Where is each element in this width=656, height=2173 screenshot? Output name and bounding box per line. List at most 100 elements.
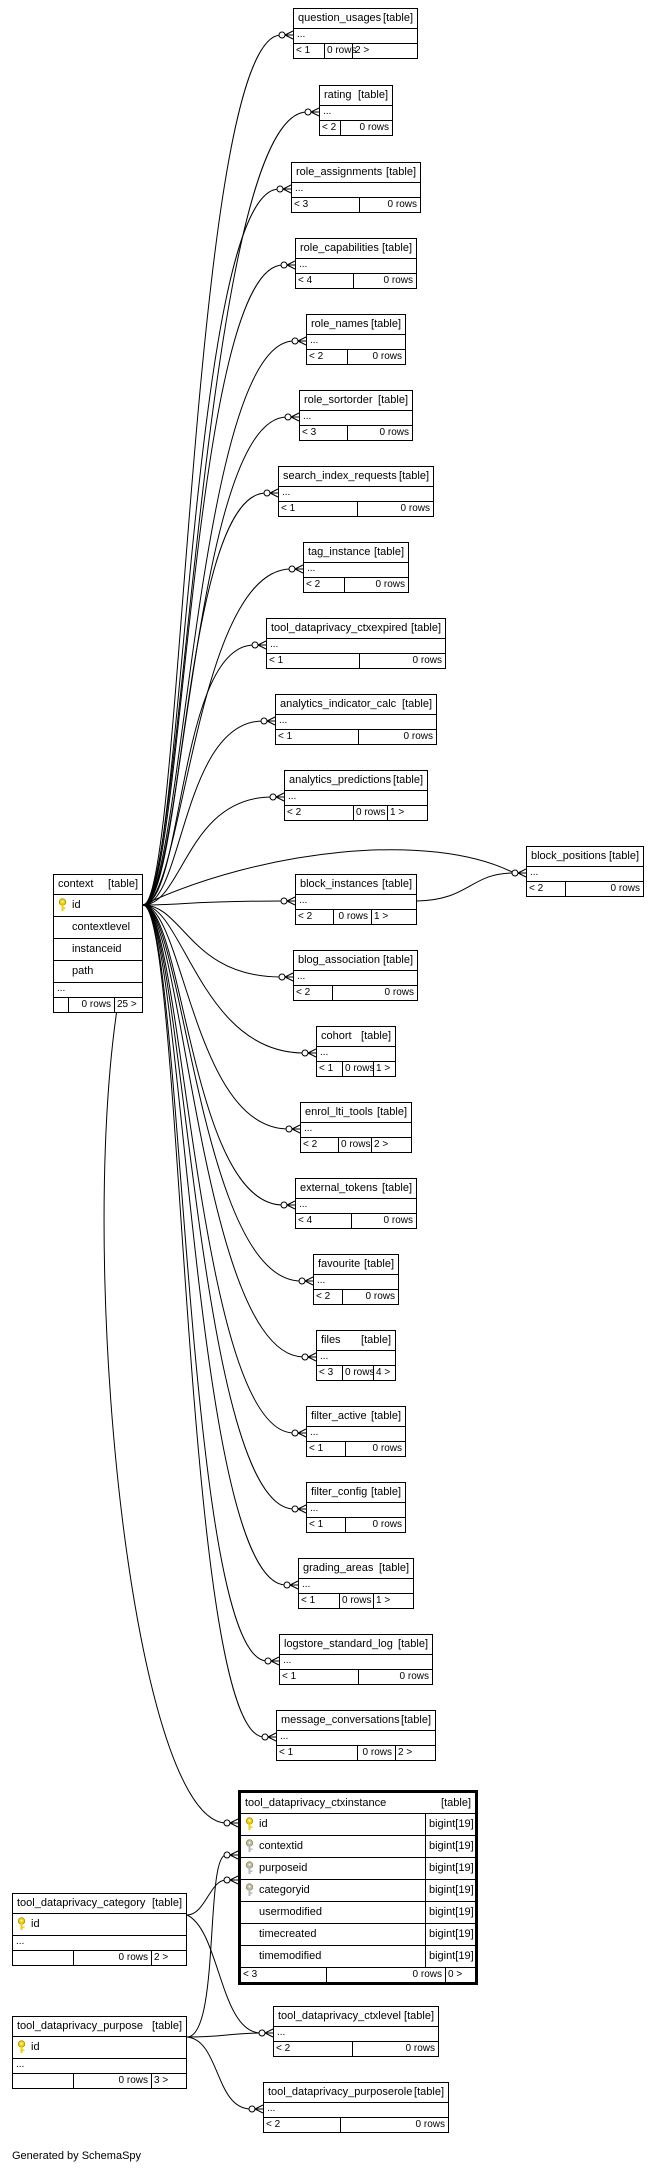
column-name: contextid <box>259 1840 304 1852</box>
table-header: filter_active [table] <box>307 1407 405 1427</box>
table-type-label: [table] <box>609 850 639 862</box>
crowfoot-ctxinstance-categoryid <box>223 1875 239 1885</box>
column-id[interactable]: id <box>54 895 142 917</box>
table-ellipsis: ... <box>277 1731 435 1746</box>
table-type-label: [table] <box>108 878 138 890</box>
table-header: analytics_predictions [table] <box>285 771 427 791</box>
table-header: rating [table] <box>320 86 392 106</box>
parent-count: < 1 <box>296 45 311 56</box>
schemaspy-credit: Generated by SchemaSpy <box>12 2150 142 2162</box>
parent-count: < 2 <box>303 1139 318 1150</box>
row-count: 0 rows <box>353 806 387 820</box>
table-ellipsis: ... <box>296 1199 416 1214</box>
table-name: analytics_indicator_calc <box>280 698 397 710</box>
parent-count: < 3 <box>294 199 309 210</box>
column-type: bigint[19] <box>425 1924 475 1945</box>
column-name: contextlevel <box>72 921 131 933</box>
edge-context-enrol-lti-tools <box>142 904 289 1130</box>
parent-count: < 3 <box>243 1969 258 1980</box>
column-contextlevel[interactable]: contextlevel <box>54 917 142 939</box>
table-type-label: [table] <box>382 242 412 254</box>
table-tool-dataprivacy-category[interactable]: tool_dataprivacy_category [table]id...0 … <box>12 1893 187 1966</box>
child-count: 1 > <box>371 910 416 924</box>
row-count: 0 rows <box>342 1062 374 1076</box>
child-count: 2 > <box>371 1138 411 1152</box>
column-id[interactable]: id <box>13 1914 186 1936</box>
column-name: path <box>72 965 94 977</box>
table-type-label: [table] <box>358 89 388 101</box>
table-ellipsis: ... <box>320 106 392 121</box>
row-count: 0 rows <box>359 654 445 668</box>
row-count: 0 rows <box>352 2042 438 2056</box>
table-name: external_tokens <box>300 1182 378 1194</box>
column-id[interactable]: id <box>13 2037 186 2059</box>
table-tool-dataprivacy-ctxexpired[interactable]: tool_dataprivacy_ctxexpired [table]...< … <box>266 618 446 669</box>
edge-context-logstore-standard-log <box>142 904 268 1662</box>
column-path[interactable]: path <box>54 961 142 983</box>
child-count: 1 > <box>373 1594 413 1608</box>
parent-count: < 2 <box>316 1291 331 1302</box>
column-instanceid[interactable]: instanceid <box>54 939 142 961</box>
table-ellipsis: ... <box>296 895 416 910</box>
table-name: block_positions <box>531 850 607 862</box>
table-ellipsis: ... <box>304 563 408 578</box>
child-count: 3 > <box>151 2074 186 2088</box>
column-name: purposeid <box>259 1862 308 1874</box>
column-name: id <box>31 1918 40 1930</box>
crowfoot-tag-instance <box>288 564 304 574</box>
parent-count: < 2 <box>322 122 337 133</box>
table-type-label: [table] <box>401 1714 431 1726</box>
crowfoot-purposerole <box>248 2104 264 2114</box>
table-tool-dataprivacy-purpose[interactable]: tool_dataprivacy_purpose [table]id...0 r… <box>12 2016 187 2089</box>
row-count: 0 rows <box>324 44 356 58</box>
parent-count: < 2 <box>529 883 544 894</box>
table-tool-dataprivacy-purposerole[interactable]: tool_dataprivacy_purposerole [table]...<… <box>263 2082 449 2133</box>
table-header: filter_config [table] <box>307 1483 405 1503</box>
child-count: 1 > <box>373 1062 395 1076</box>
crowfoot-role-assignments <box>276 184 292 194</box>
crowfoot-role-sortorder <box>284 412 300 422</box>
